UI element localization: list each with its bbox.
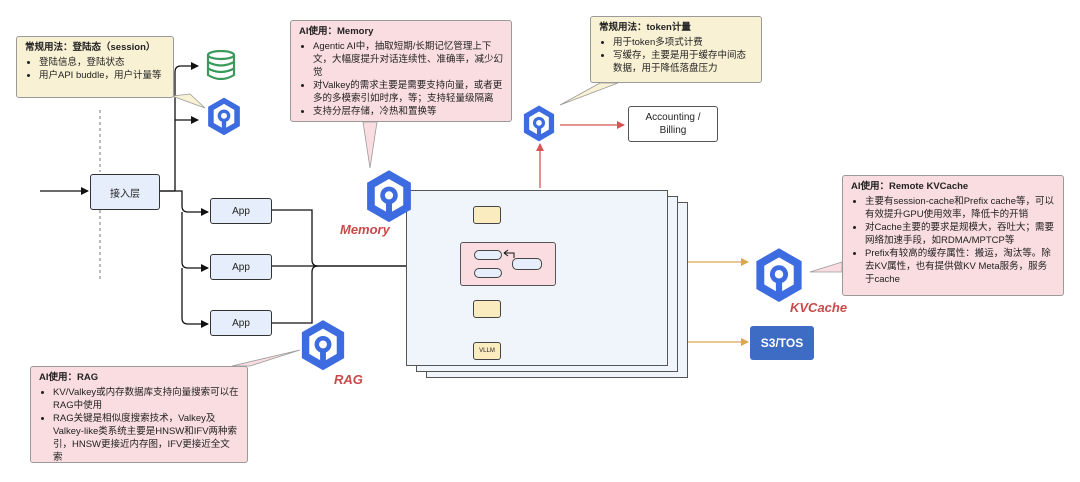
note-session-title: 常规用法：登陆态（session） (25, 42, 156, 53)
app-box[interactable]: App (210, 198, 272, 224)
s3-tos-label: S3/TOS (760, 336, 804, 350)
s3-tos-box[interactable]: S3/TOS (750, 326, 814, 360)
note-memory-item: 对Valkey的需求主要是需要支持向量，或者更多的多模索引如时序，等；支持轻量级… (313, 79, 503, 105)
valkey-logo-icon (301, 320, 345, 371)
valkey-logo-icon (367, 170, 411, 223)
app-label: App (232, 205, 250, 217)
app-label: App (232, 261, 250, 273)
cache-block (473, 206, 501, 224)
router-slot (474, 250, 502, 260)
access-layer-box[interactable]: 接入层 (90, 174, 160, 210)
note-memory-item: Agentic AI中，抽取短期/长期记忆管理上下文，大幅度提升对话连续性、准确… (313, 40, 503, 79)
note-kvcache-item: 对Cache主要的要求是规模大，吞吐大；需要网络加速手段，如RDMA/MPTCP… (865, 221, 1055, 247)
note-session: 常规用法：登陆态（session） 登陆信息，登陆状态 用户API buddle… (16, 36, 174, 98)
rag-caption: RAG (334, 372, 363, 387)
note-rag-item: RAG关键是相似度搜索技术，Valkey及Valkey-like类系统主要是HN… (53, 412, 239, 464)
router-arrow-icon (503, 249, 515, 258)
memory-caption: Memory (340, 222, 390, 237)
app-label: App (232, 317, 250, 329)
cache-block (473, 300, 501, 318)
note-rag-title: AI使用：RAG (39, 372, 99, 383)
kvcache-caption: KVCache (790, 300, 848, 315)
note-kvcache-item: 主要有session-cache和Prefix cache等，可以有效提升GPU… (865, 195, 1055, 221)
accounting-billing-box[interactable]: Accounting / Billing (628, 106, 718, 142)
note-token-item: 用于token多项式计费 (613, 36, 753, 49)
note-session-item: 用户API buddle，用户计量等 (39, 69, 165, 82)
note-token-item: 写缓存，主要是用于缓存中间态数据，用于降低落盘压力 (613, 49, 753, 75)
note-kvcache-item: Prefix有较高的缓存属性：搬运，淘汰等。除去KV属性，也有提供做KV Met… (865, 247, 1055, 286)
vllm-block[interactable]: VLLM (473, 342, 501, 360)
router-slot (474, 268, 502, 278)
database-icon (206, 50, 236, 80)
note-kvcache-title: AI使用：Remote KVCache (851, 181, 969, 192)
note-session-item: 登陆信息，登陆状态 (39, 56, 165, 69)
access-layer-label: 接入层 (110, 188, 140, 200)
note-rag-item: KV/Valkey或内存数据库支持向量搜索可以在RAG中使用 (53, 386, 239, 412)
app-box[interactable]: App (210, 254, 272, 280)
note-token: 常规用法：token计量 用于token多项式计费 写缓存，主要是用于缓存中间态… (590, 16, 762, 83)
app-box[interactable]: App (210, 310, 272, 336)
router-slot (512, 258, 542, 270)
accounting-billing-label: Accounting / Billing (645, 112, 701, 136)
valkey-logo-icon (208, 97, 240, 136)
note-memory-item: 支持分层存储，冷热和置换等 (313, 105, 503, 118)
note-rag: AI使用：RAG KV/Valkey或内存数据库支持向量搜索可以在RAG中使用 … (30, 366, 248, 463)
note-kvcache: AI使用：Remote KVCache 主要有session-cache和Pre… (842, 175, 1064, 296)
vllm-label: VLLM (479, 348, 495, 354)
note-memory: AI使用：Memory Agentic AI中，抽取短期/长期记忆管理上下文，大… (290, 20, 512, 122)
note-token-title: 常规用法：token计量 (599, 22, 691, 33)
note-memory-title: AI使用：Memory (299, 26, 374, 37)
valkey-logo-icon (756, 248, 802, 303)
valkey-logo-icon (523, 105, 555, 142)
